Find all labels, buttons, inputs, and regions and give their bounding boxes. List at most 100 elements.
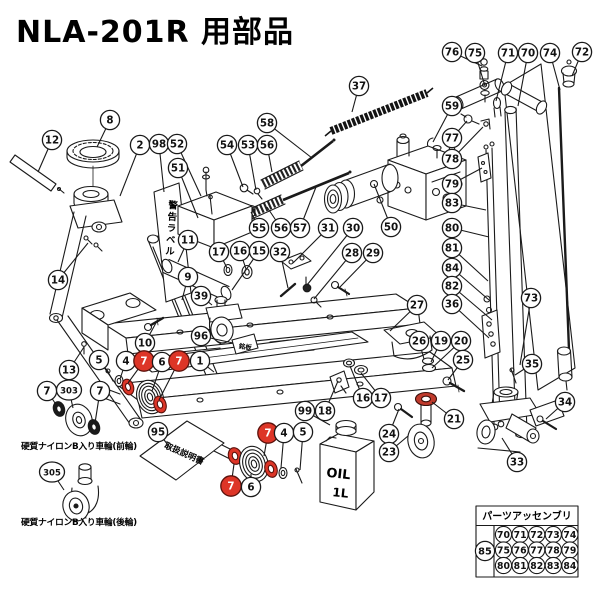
rod-bracket bbox=[481, 295, 501, 359]
callout-26: 26 bbox=[408, 330, 430, 360]
assembly-item-76: 76 bbox=[511, 541, 529, 559]
svg-text:24: 24 bbox=[382, 429, 396, 441]
svg-text:17: 17 bbox=[374, 393, 388, 405]
assembly-item-70: 70 bbox=[494, 525, 513, 544]
callout-55: 55 bbox=[248, 211, 270, 239]
pump-fittings bbox=[426, 113, 492, 183]
svg-text:13: 13 bbox=[62, 365, 76, 377]
callout-39: 39 bbox=[190, 285, 213, 307]
callout-75: 75 bbox=[464, 42, 486, 87]
callout-31: 31 bbox=[292, 217, 339, 264]
svg-text:83: 83 bbox=[547, 561, 560, 572]
svg-text:99: 99 bbox=[298, 406, 312, 418]
assembly-item-81: 81 bbox=[511, 556, 529, 575]
callout-74: 74 bbox=[539, 42, 561, 91]
callout-98: 98 bbox=[148, 133, 170, 193]
callout-53: 53 bbox=[237, 134, 259, 191]
callout-30: 30 bbox=[306, 217, 364, 286]
svg-text:16: 16 bbox=[356, 393, 370, 405]
svg-text:79: 79 bbox=[445, 179, 459, 191]
callout-80: 80 bbox=[441, 217, 490, 239]
svg-text:35: 35 bbox=[525, 359, 539, 371]
svg-text:81: 81 bbox=[445, 243, 459, 255]
svg-text:84: 84 bbox=[445, 263, 459, 275]
callout-29: 29 bbox=[339, 242, 384, 288]
callout-5: 5 bbox=[292, 421, 314, 471]
svg-text:51: 51 bbox=[171, 163, 185, 175]
svg-text:6: 6 bbox=[247, 482, 254, 494]
callout-10: 10 bbox=[134, 320, 158, 354]
instruction-manual bbox=[139, 420, 225, 481]
svg-text:33: 33 bbox=[510, 457, 524, 469]
svg-text:75: 75 bbox=[468, 48, 482, 60]
assembly-item-74: 74 bbox=[561, 525, 579, 544]
callout-6: 6 bbox=[240, 474, 262, 498]
callout-7: 7 bbox=[89, 380, 111, 424]
nameplate bbox=[231, 333, 259, 355]
callout-23: 23 bbox=[378, 435, 409, 463]
assembly-group-number: 85 bbox=[474, 540, 496, 562]
svg-text:82: 82 bbox=[530, 561, 543, 572]
svg-text:75: 75 bbox=[497, 545, 510, 556]
svg-text:96: 96 bbox=[194, 331, 208, 343]
assembly-item-80: 80 bbox=[494, 556, 513, 575]
callout-21: 21 bbox=[431, 401, 465, 430]
callout-71: 71 bbox=[495, 42, 519, 102]
assembly-item-75: 75 bbox=[494, 541, 513, 559]
callout-76: 76 bbox=[441, 41, 483, 67]
callout-37: 37 bbox=[348, 75, 370, 113]
callout-58: 58 bbox=[256, 112, 313, 159]
svg-text:85: 85 bbox=[478, 546, 492, 557]
svg-text:37: 37 bbox=[352, 81, 366, 93]
svg-text:20: 20 bbox=[454, 336, 468, 348]
caster-39 bbox=[205, 295, 243, 345]
callout-14: 14 bbox=[47, 242, 89, 291]
coil-spring-upper bbox=[260, 138, 336, 190]
callout-50: 50 bbox=[373, 183, 402, 238]
svg-text:58: 58 bbox=[260, 118, 274, 130]
svg-text:19: 19 bbox=[434, 336, 448, 348]
callout-70: 70 bbox=[517, 42, 539, 107]
svg-text:18: 18 bbox=[318, 406, 332, 418]
nameplate-text: 銘板 bbox=[238, 341, 253, 352]
callout-27: 27 bbox=[389, 294, 428, 332]
warning-label-text: 警告ラベル bbox=[163, 199, 179, 258]
oil-label-line2: 1L bbox=[332, 485, 350, 501]
svg-text:303: 303 bbox=[60, 387, 78, 397]
callout-81: 81 bbox=[441, 237, 489, 282]
svg-text:21: 21 bbox=[447, 414, 461, 426]
callout-34: 34 bbox=[545, 391, 576, 420]
front-wheel-group bbox=[105, 368, 167, 415]
callout-1: 1 bbox=[189, 350, 215, 373]
callout-51: 51 bbox=[167, 157, 199, 219]
svg-text:77: 77 bbox=[445, 133, 459, 145]
motor-cylinder bbox=[323, 163, 399, 214]
svg-text:52: 52 bbox=[170, 139, 184, 151]
callout-13: 13 bbox=[58, 346, 85, 381]
counterweight-box bbox=[177, 166, 253, 249]
handle-bar bbox=[9, 154, 65, 194]
svg-text:70: 70 bbox=[521, 48, 535, 60]
svg-text:7: 7 bbox=[96, 386, 103, 398]
svg-text:81: 81 bbox=[514, 561, 527, 572]
handle-socket-33 bbox=[476, 367, 565, 453]
nylon-wheel-303 bbox=[52, 401, 101, 437]
svg-text:71: 71 bbox=[501, 48, 515, 60]
callout-9: 9 bbox=[177, 266, 199, 301]
svg-text:32: 32 bbox=[273, 247, 287, 259]
callout-5: 5 bbox=[88, 349, 110, 374]
callout-36: 36 bbox=[441, 293, 490, 339]
callout-78: 78 bbox=[441, 126, 484, 170]
svg-text:53: 53 bbox=[241, 140, 255, 152]
svg-text:39: 39 bbox=[194, 291, 208, 303]
assembly-item-71: 71 bbox=[511, 525, 529, 544]
svg-text:7: 7 bbox=[43, 386, 50, 398]
svg-text:77: 77 bbox=[530, 545, 543, 556]
callout-54: 54 bbox=[216, 134, 244, 188]
callout-11: 11 bbox=[177, 229, 199, 263]
assembly-table-title: パーツアッセンブリ bbox=[482, 510, 572, 523]
callout-2: 2 bbox=[119, 134, 151, 197]
callout-15: 15 bbox=[231, 240, 270, 291]
